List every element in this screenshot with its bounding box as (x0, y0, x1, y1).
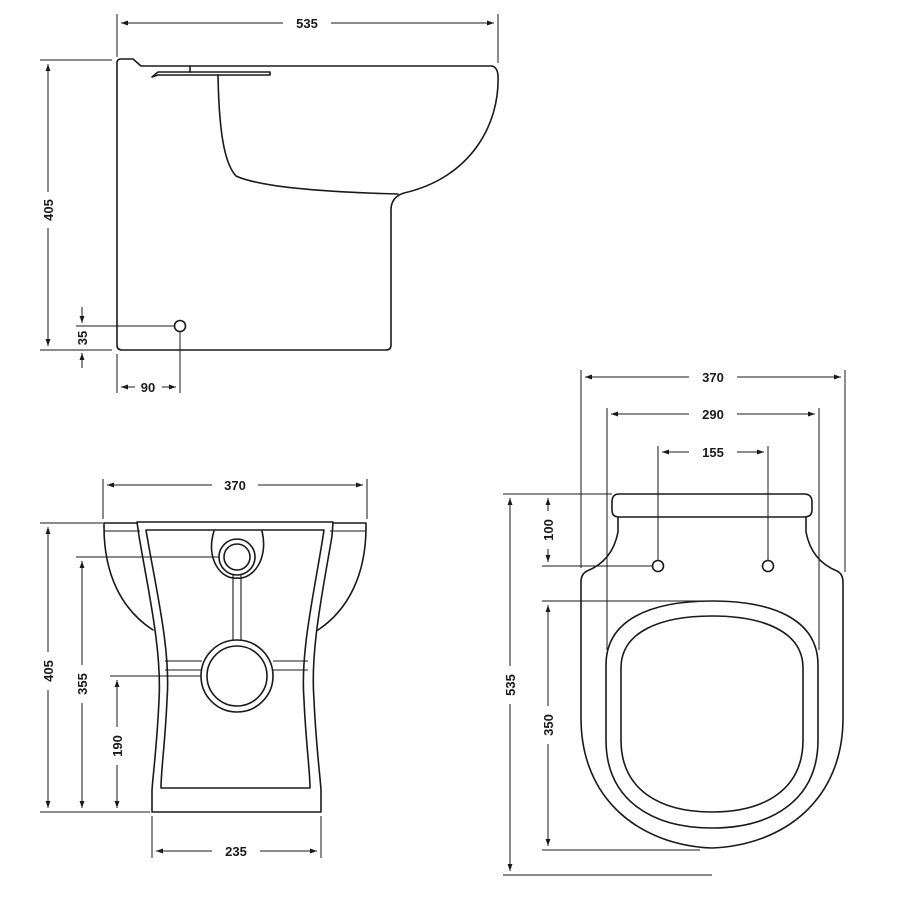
rear-view-outer-body (136, 521, 334, 813)
rear-view: 370 405 355 190 235 (40, 478, 368, 859)
dim-seat-length: 350 (541, 714, 556, 736)
dim-waste-offset: 90 (141, 380, 155, 395)
rear-view-inlet-recess (210, 530, 265, 579)
dim-side-width: 535 (296, 16, 318, 31)
side-view-bowl (217, 74, 399, 195)
dim-fixing-hole-spacing: 155 (702, 445, 724, 460)
dim-waste-height: 35 (75, 331, 90, 345)
side-view-outline (116, 58, 499, 351)
rear-view-bowl-left (103, 526, 154, 631)
rear-view-lower-outlet (200, 639, 274, 713)
dim-side-height: 405 (41, 199, 56, 221)
dim-lower-outlet-height: 190 (110, 735, 125, 757)
dim-top-overall-length: 535 (503, 674, 518, 696)
top-view-fixing-hole-right (761, 559, 775, 573)
rear-view-lower-outlet-inner (206, 645, 268, 707)
rear-view-rim (103, 522, 367, 528)
top-view-seat-inner (620, 615, 804, 813)
top-view-outer-outline (580, 516, 844, 849)
side-view-waste-outlet (173, 319, 187, 333)
top-view-hinge-plate (611, 493, 813, 518)
dim-top-overall-width: 370 (702, 370, 724, 385)
dim-upper-inlet-height: 355 (75, 673, 90, 695)
top-view: 370 290 155 100 535 350 (503, 370, 846, 876)
rear-view-inner-body (145, 529, 325, 789)
dim-rear-height: 405 (41, 660, 56, 682)
rear-view-upper-inlet-inner (223, 543, 251, 571)
top-view-fixing-hole-left (651, 559, 665, 573)
rear-view-cross-bar (165, 660, 308, 671)
dim-seat-width: 290 (702, 407, 724, 422)
dim-rear-width: 370 (224, 478, 246, 493)
dim-fixing-depth: 100 (541, 519, 556, 541)
top-view-seat-outer (605, 600, 819, 829)
dim-base-width: 235 (225, 844, 247, 859)
side-view: 535 405 35 90 (40, 14, 499, 395)
rear-view-bowl-right (317, 526, 367, 631)
side-view-seat-lid (151, 71, 271, 78)
rear-view-stem (232, 575, 242, 641)
